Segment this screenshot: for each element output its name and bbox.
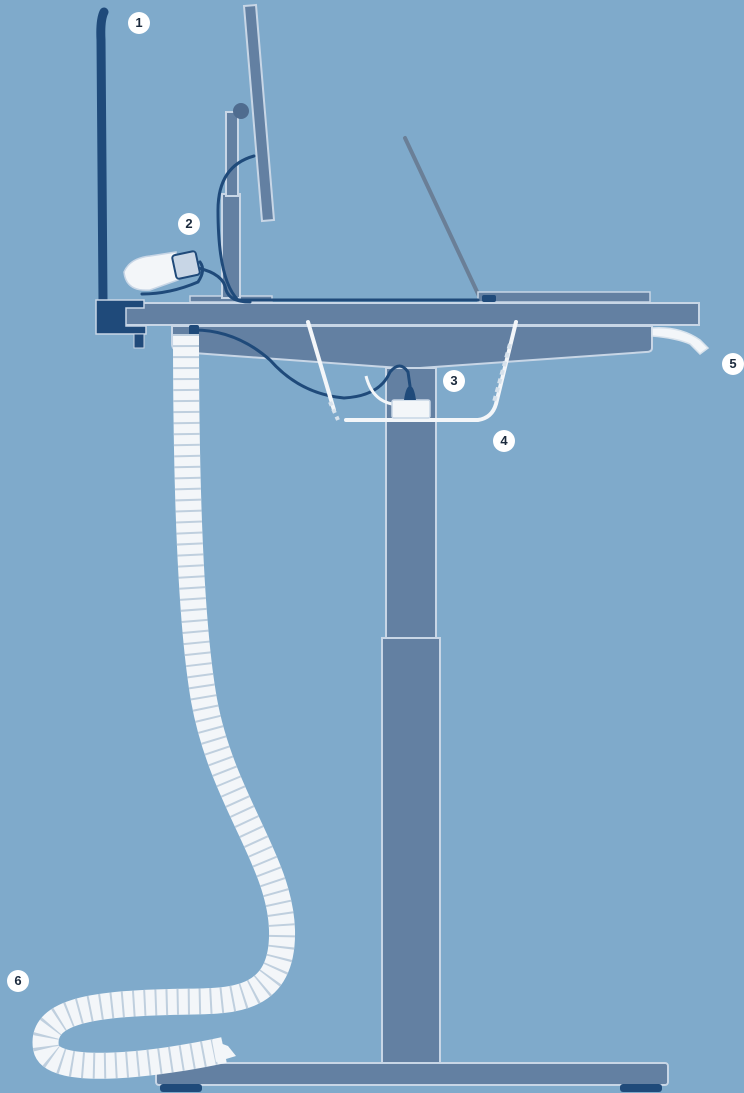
laptop-icon: [405, 138, 650, 302]
flexible-arm-icon: [101, 12, 104, 300]
desk-frame: [172, 326, 652, 368]
callout-3-badge: 3: [443, 370, 465, 392]
desktop-surface: [122, 303, 699, 325]
monitor-icon: [190, 5, 274, 302]
desk-leg: [382, 368, 440, 1066]
callout-5-badge: 5: [722, 353, 744, 375]
hose-icon: [46, 334, 283, 1066]
desk-foot: [156, 1063, 668, 1092]
callout-1-badge: 1: [128, 12, 150, 34]
callout-4-badge: 4: [493, 430, 515, 452]
callout-2-badge: 2: [178, 213, 200, 235]
rear-hose-icon: [652, 328, 708, 354]
callout-6-badge: 6: [7, 970, 29, 992]
